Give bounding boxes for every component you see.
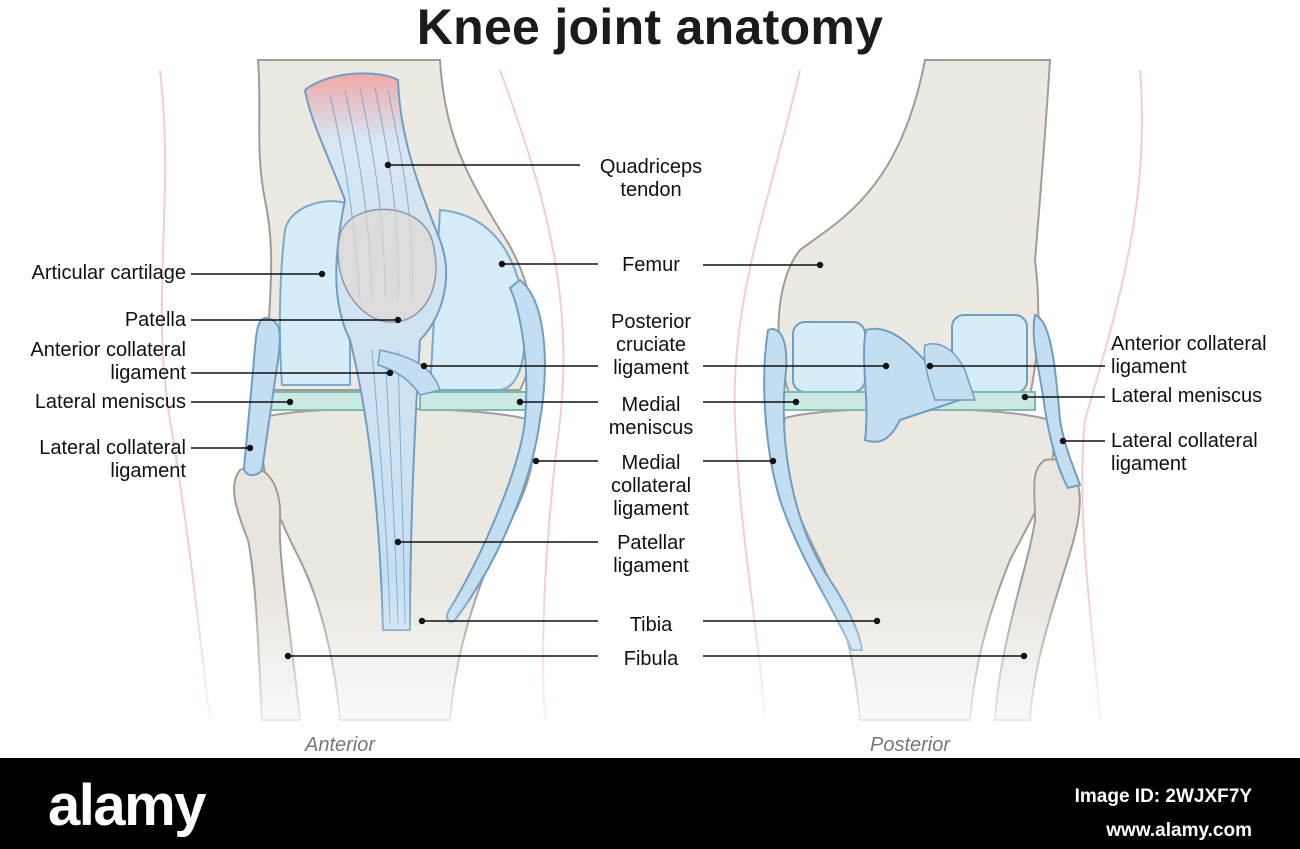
image-id: Image ID: 2WJXF7Y bbox=[1074, 786, 1252, 807]
label-tibia: Tibia bbox=[629, 614, 673, 636]
anterior-view bbox=[150, 59, 590, 760]
page-title: Knee joint anatomy bbox=[416, 0, 884, 55]
site-url: www.alamy.com bbox=[1106, 820, 1252, 841]
label-lateral-meniscus-left: Lateral meniscus bbox=[34, 391, 186, 413]
label-lateral-meniscus-right: Lateral meniscus bbox=[1111, 385, 1263, 407]
knee-illustration bbox=[150, 59, 1160, 760]
caption-posterior: Posterior bbox=[870, 734, 951, 756]
label-patella: Patella bbox=[124, 309, 186, 331]
label-articular-cartilage: Articular cartilage bbox=[31, 262, 186, 284]
posterior-view bbox=[720, 59, 1160, 760]
brand-logo: alamy bbox=[48, 773, 206, 838]
caption-anterior: Anterior bbox=[305, 734, 376, 756]
stock-watermark-bar: alamy Image ID: 2WJXF7Y www.alamy.com bbox=[0, 758, 1300, 849]
stock-info: Image ID: 2WJXF7Y www.alamy.com bbox=[1075, 780, 1252, 848]
label-femur: Femur bbox=[622, 254, 680, 276]
label-fibula: Fibula bbox=[623, 648, 679, 670]
leader-lines bbox=[191, 161, 1105, 660]
